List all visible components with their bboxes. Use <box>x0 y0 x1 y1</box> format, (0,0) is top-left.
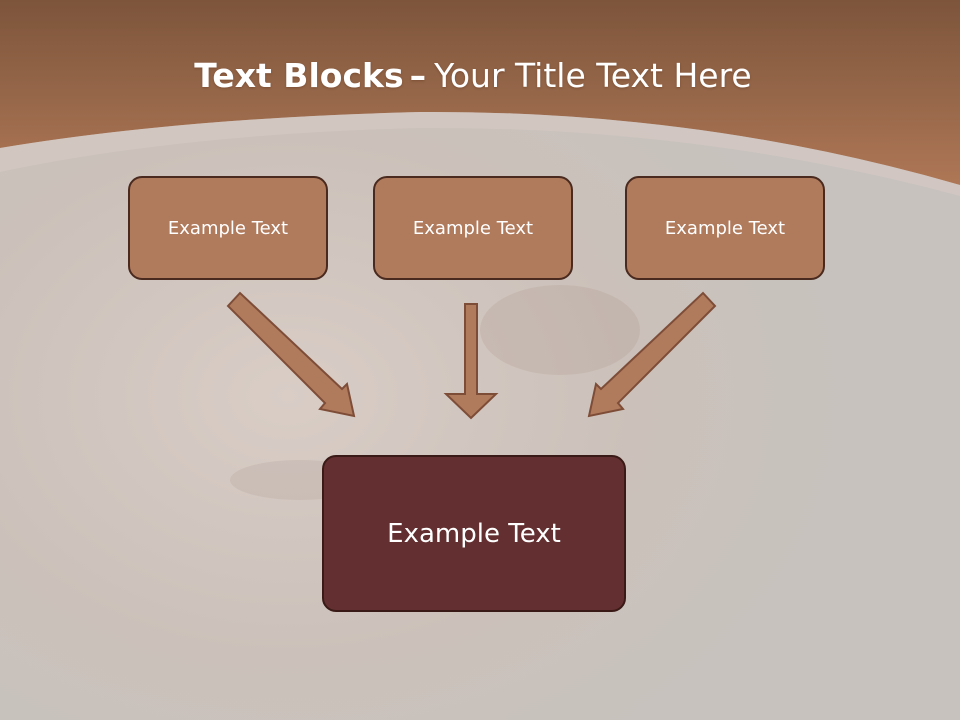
photo-shadow <box>480 285 640 375</box>
text-block-bottom[interactable]: Example Text <box>322 455 626 612</box>
text-block-label: Example Text <box>664 217 786 239</box>
title-dash: – <box>409 56 427 95</box>
header-arc <box>0 111 960 196</box>
title-rest: Your Title Text Here <box>434 56 752 95</box>
text-block-top-left[interactable]: Example Text <box>128 176 328 280</box>
text-block-label: Example Text <box>412 217 534 239</box>
text-block-label: Example Text <box>387 518 561 549</box>
text-block-top-center[interactable]: Example Text <box>373 176 573 280</box>
text-block-top-right[interactable]: Example Text <box>625 176 825 280</box>
slide-title: Text Blocks–Your Title Text Here <box>0 54 946 98</box>
text-block-label: Example Text <box>167 217 289 239</box>
title-bold: Text Blocks <box>194 56 404 95</box>
header-band <box>0 0 960 185</box>
